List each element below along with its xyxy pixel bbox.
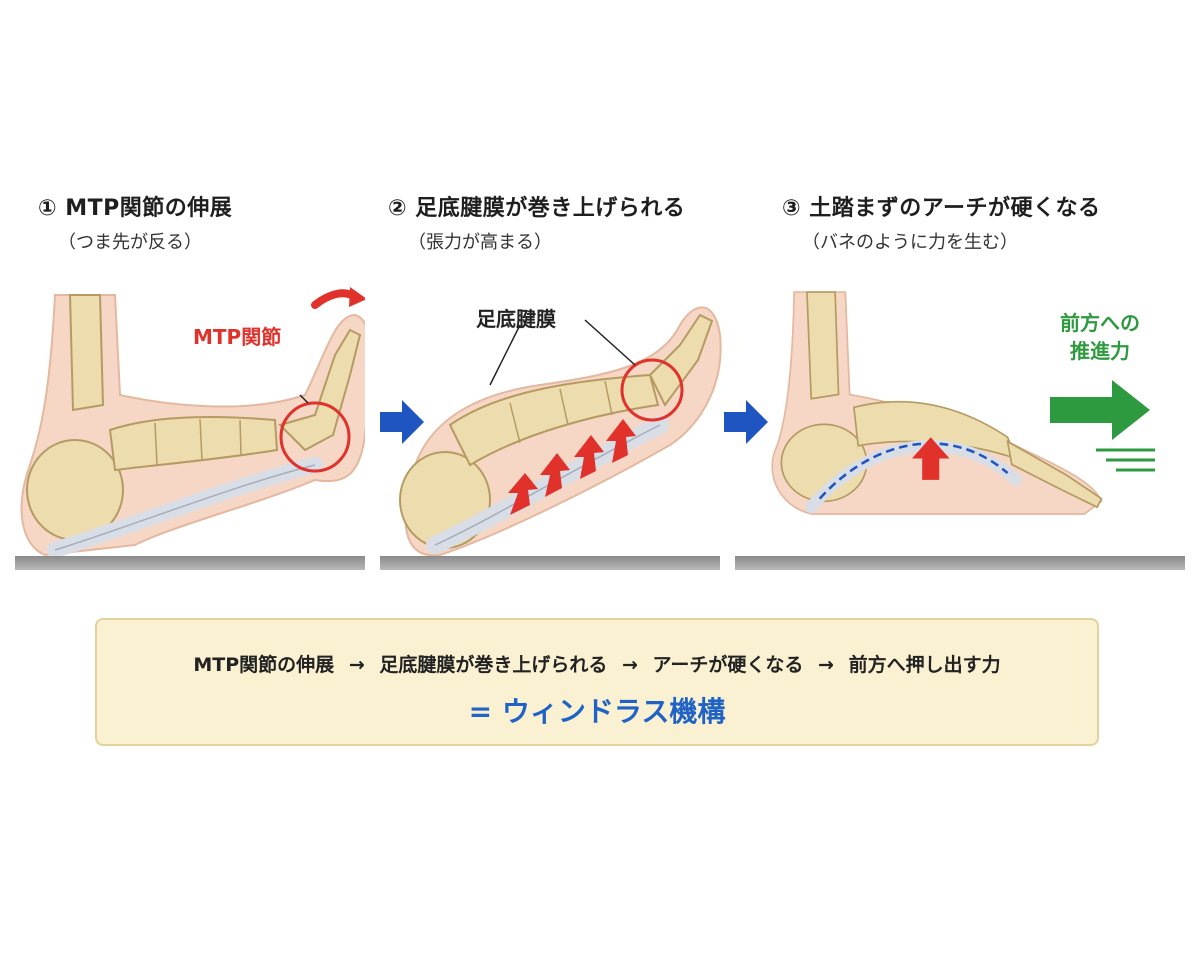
windlass-mechanism-title: = ウィンドラス機構 — [468, 695, 726, 728]
panel-mtp-extension: MTP関節 — [15, 275, 365, 575]
curved-rotation-arrow-icon — [311, 289, 359, 309]
propulsion-arrow-icon — [1050, 380, 1155, 472]
foot-illustration-3 — [771, 291, 1103, 515]
step2-title: ② 足底腱膜が巻き上げられる — [388, 196, 686, 221]
flow-arrow-icon — [724, 400, 768, 444]
step2-subtitle: （張力が高まる） — [408, 232, 552, 253]
sequence-step-2: 足底腱膜が巻き上げられる — [379, 654, 608, 676]
panel-arch-stiffening: 前方への 推進力 — [760, 275, 1155, 575]
mtp-joint-label: MTP関節 — [193, 325, 282, 349]
sequence-step-3: アーチが硬くなる — [652, 654, 804, 676]
panel-fascia-windup: 足底腱膜 — [380, 275, 730, 575]
ground-3 — [735, 556, 1185, 570]
flow-arrow-icon — [380, 400, 424, 444]
plantar-fascia-label: 足底腱膜 — [476, 307, 556, 331]
mtp-joint-highlight — [279, 401, 351, 473]
arch-tension-line — [818, 442, 1009, 500]
propulsion-label-2: 推進力 — [1070, 339, 1130, 363]
sequence-arrow-1: → — [348, 654, 365, 676]
propulsion-label-1: 前方への — [1060, 311, 1140, 335]
sequence-step-1: MTP関節の伸展 — [193, 654, 335, 676]
step3-title: ③ 土踏まずのアーチが硬くなる — [782, 196, 1101, 221]
foot-illustration-1 — [20, 287, 365, 558]
windup-highlight — [620, 358, 684, 422]
mechanism-sequence: MTP関節の伸展 → 足底腱膜が巻き上げられる → アーチが硬くなる → 前方へ… — [97, 650, 1097, 677]
step3-subtitle: （バネのように力を生む） — [802, 232, 1018, 253]
step1-title: ① MTP関節の伸展 — [38, 196, 233, 221]
sequence-arrow-3: → — [818, 654, 834, 676]
foot-illustration-2 — [399, 306, 722, 557]
ground-1 — [15, 556, 365, 570]
sequence-step-4: 前方へ押し出す力 — [848, 654, 1001, 676]
ground-2 — [380, 556, 720, 570]
summary-box: MTP関節の伸展 → 足底腱膜が巻き上げられる → アーチが硬くなる → 前方へ… — [95, 618, 1099, 746]
sequence-arrow-2: → — [622, 654, 638, 676]
upward-force-arrow-icon — [508, 419, 636, 515]
step1-subtitle: （つま先が反る） — [58, 232, 202, 253]
upward-force-arrow-icon — [911, 437, 950, 480]
